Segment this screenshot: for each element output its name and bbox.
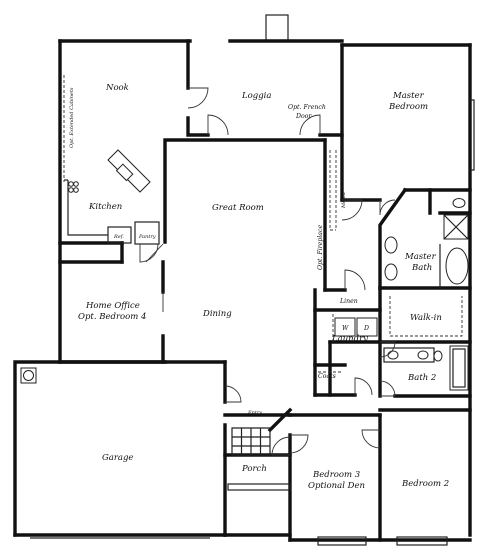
label-dining: Dining [202, 309, 232, 319]
label-laundry: Laundry [331, 334, 368, 344]
label-great-room: Great Room [212, 203, 264, 213]
label-linen: Linen [339, 298, 358, 305]
label-home-office-2: Opt. Bedroom 4 [78, 312, 146, 322]
room-labels: Nook Loggia Master Bedroom Opt. French D… [69, 83, 449, 491]
label-opt-french-door-1: Opt. French [288, 104, 326, 111]
label-bedroom2: Bedroom 2 [401, 479, 449, 489]
exterior-walls [13, 39, 472, 542]
label-washer: W [342, 325, 349, 332]
label-master-bath-2: Bath [411, 263, 432, 273]
door-swings [139, 87, 396, 456]
label-ref: Ref. [113, 234, 124, 240]
label-garage: Garage [102, 453, 133, 463]
label-coats: Coats [318, 373, 336, 380]
label-opt-fireplace: Opt. Fireplace [317, 225, 324, 270]
label-porch: Porch [241, 464, 267, 474]
chimney [265, 14, 289, 42]
label-pantry: Pantry [138, 234, 156, 240]
label-entry: Entry [247, 410, 262, 416]
label-nook: Nook [105, 83, 129, 93]
label-bedroom3-1: Bedroom 3 [312, 470, 360, 480]
label-home-office-1: Home Office [85, 301, 140, 311]
label-opt-french-door-2: Door [295, 113, 312, 120]
interior-walls [58, 39, 472, 542]
label-walk-in: Walk-in [410, 313, 442, 323]
label-opt-extended-cabinets: Opt. Extended Cabinets [69, 87, 75, 148]
label-master-bedroom-2: Bedroom [388, 102, 428, 112]
label-bedroom3-2: Optional Den [308, 481, 365, 491]
label-master-bath-1: Master [404, 252, 437, 262]
label-media: Media [341, 192, 347, 209]
label-kitchen: Kitchen [88, 202, 122, 212]
label-master-bedroom-1: Master [392, 91, 425, 101]
fixtures [20, 75, 475, 546]
label-bath2: Bath 2 [407, 373, 436, 383]
label-dryer: D [363, 325, 369, 332]
label-loggia: Loggia [241, 91, 271, 101]
